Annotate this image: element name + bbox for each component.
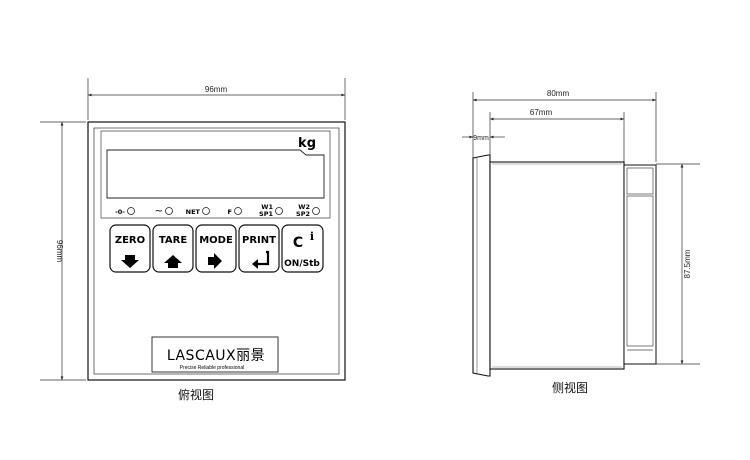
indicator-f-label: F: [228, 208, 232, 216]
print-button-label: PRINT: [242, 235, 276, 246]
info-icon: i: [310, 230, 314, 243]
total-depth-label: 80mm: [547, 89, 570, 98]
rear-terminal-block: [623, 164, 657, 365]
indicator-sp1-label: SP1: [259, 210, 273, 218]
indicator-w1-label: W1: [261, 203, 273, 211]
indicator-w1-sp1: W1 SP1: [259, 203, 283, 218]
bezel-depth-label: 9mm: [473, 135, 489, 142]
indicator-stable-label: ~: [155, 206, 163, 217]
display-window: [106, 149, 325, 199]
clear-button-label: C: [293, 235, 303, 251]
indicator-w2-sp2: W2 SP2: [296, 203, 320, 218]
arrow-up-icon: [164, 255, 182, 268]
arrow-down-icon: [121, 255, 139, 268]
brand-tagline: Precise Reliable professional: [180, 365, 244, 371]
front-width-label: 96mm: [205, 85, 228, 94]
indicator-zero-led: [127, 207, 135, 215]
tare-button-label: TARE: [159, 235, 187, 246]
indicator-stable: ~: [155, 206, 173, 217]
indicator-sp2-label: SP2: [296, 210, 310, 218]
print-button[interactable]: PRINT: [238, 224, 280, 273]
indicator-stable-led: [165, 207, 173, 215]
enter-icon: [252, 259, 258, 269]
zero-button-label: ZERO: [115, 235, 145, 246]
side-height-label: 87.5mm: [683, 249, 692, 278]
indicator-zero: -0-: [115, 207, 135, 216]
brand-logo: LASCAUX丽景: [167, 348, 265, 364]
arrow-right-icon: [208, 253, 222, 269]
housing-profile: [489, 161, 625, 370]
indicator-net-label: NET: [186, 208, 201, 216]
front-view-caption: 俯视图: [178, 387, 214, 402]
tare-button[interactable]: TARE: [152, 224, 194, 273]
front-height-label: 96mm: [55, 240, 64, 263]
unit-label: kg: [298, 136, 316, 151]
side-view-caption: 侧视图: [552, 380, 588, 395]
indicator-net-led: [202, 207, 210, 215]
front-view: 96mm 96mm kg -0- ~ NET F W1: [40, 78, 346, 402]
bezel-profile: [472, 154, 491, 377]
clear-onstb-button[interactable]: C i ON/Stb: [281, 224, 324, 273]
indicator-f-led: [234, 207, 242, 215]
side-view: 80mm 67mm 9mm 87.5mm 侧视图: [462, 89, 700, 395]
zero-button[interactable]: ZERO: [109, 224, 151, 273]
indicator-w2-led: [312, 207, 320, 215]
indicator-zero-label: -0-: [115, 208, 125, 216]
indicator-w1-led: [275, 207, 283, 215]
mode-button-label: MODE: [199, 235, 233, 246]
mode-button[interactable]: MODE: [195, 224, 237, 273]
indicator-w2-label: W2: [298, 203, 310, 211]
brand-plate: [151, 336, 279, 373]
indicator-f: F: [228, 207, 242, 216]
indicator-net: NET: [186, 207, 210, 216]
body-depth-label: 67mm: [530, 108, 553, 117]
onstb-label: ON/Stb: [284, 259, 320, 269]
